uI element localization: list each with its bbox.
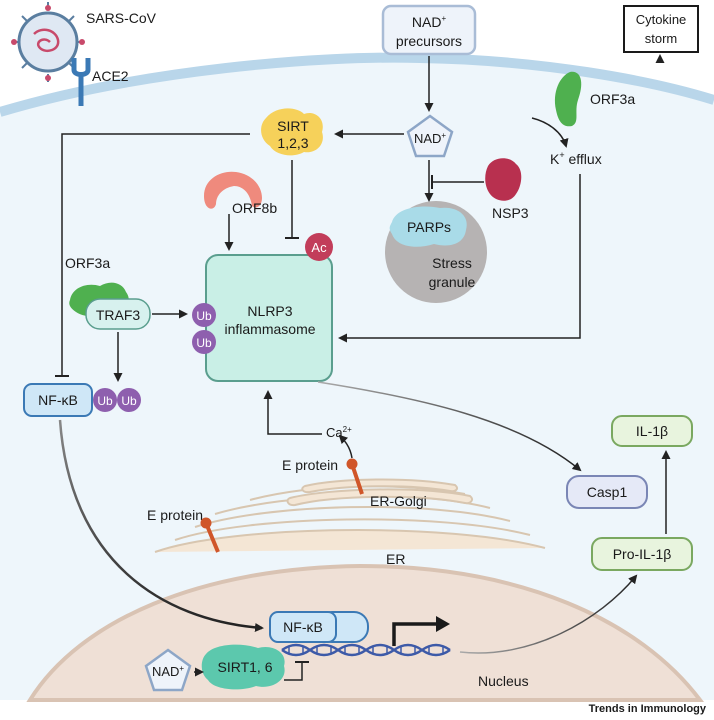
label-sirt: SIRT (277, 118, 309, 134)
label-nad: NAD+ (414, 131, 446, 146)
label-sirt16: SIRT1, 6 (218, 659, 273, 675)
label-orf3a-top: ORF3a (590, 91, 635, 107)
label-nad-precursors: NAD+ (412, 14, 447, 30)
inhibit-sirt16-dna (284, 661, 309, 681)
label-precursors: precursors (396, 33, 462, 49)
arrow-nfkb-to-nucleus (58, 419, 264, 632)
label-inflammasome: inflammasome (224, 321, 315, 337)
e-protein-golgi-head (346, 458, 358, 470)
label-pro-il1b: Pro-IL-1β (613, 546, 672, 562)
label-e-protein-golgi: E protein (282, 457, 338, 473)
journal-name: Trends in Immunology (589, 703, 707, 715)
arrow-dna-to-proil1b (459, 574, 638, 654)
label-nlrp3: NLRP3 (247, 303, 292, 319)
nsp3-protein (485, 158, 522, 201)
label-k-efflux: K+ efflux (550, 150, 602, 167)
nfkb-nucleus-box (269, 611, 337, 643)
label-ub-nfkb-2: Ub (121, 394, 137, 408)
arrow-eprotein-to-calcium (338, 434, 353, 459)
label-il1b: IL-1β (636, 423, 668, 439)
label-orf8b: ORF8b (232, 200, 277, 216)
label-casp1: Casp1 (587, 484, 628, 500)
inhibit-sirt-nfkb (55, 133, 250, 377)
label-orf3a-left: ORF3a (65, 255, 110, 271)
nfkb-cytoplasm-box (23, 383, 93, 417)
label-nfkb: NF-κB (38, 392, 78, 408)
ub-badge-nlrp3-2 (192, 330, 216, 354)
label-stress: Stress (432, 255, 472, 271)
transcription-start-arrowhead (436, 616, 450, 632)
orf8b-protein (204, 171, 262, 209)
plasma-membrane (0, 52, 714, 117)
label-parps: PARPs (407, 219, 451, 235)
arrow-orf3a-to-kefflux (531, 117, 569, 148)
sars-cov-virion (11, 2, 85, 82)
nad-pentagon (406, 114, 454, 158)
arrow-calcium-to-nlrp3 (263, 390, 322, 435)
sirt16-protein (201, 644, 285, 690)
traf3-box (85, 298, 151, 330)
ub-badge-nfkb-1 (93, 388, 117, 412)
label-nad-nucleus: NAD+ (152, 664, 184, 679)
er-golgi (286, 478, 474, 507)
sirt123-protein (261, 108, 323, 156)
pro-il1b-box (591, 537, 693, 571)
il1b-box (611, 415, 693, 447)
nad-precursors-box (381, 4, 477, 56)
label-ace2: ACE2 (92, 68, 129, 84)
e-protein-er-head (200, 517, 212, 529)
label-ac: Ac (311, 240, 327, 255)
label-sars-cov: SARS-CoV (86, 10, 157, 26)
arrow-nlrp3-to-casp1 (317, 381, 582, 472)
label-ub-nfkb-1: Ub (97, 394, 113, 408)
dna-helix (281, 643, 451, 657)
label-nfkb-nucleus: NF-κB (283, 619, 323, 635)
ac-badge (305, 233, 333, 261)
label-cytokine: Cytokine (636, 12, 687, 27)
ub-badge-nfkb-2 (117, 388, 141, 412)
label-storm: storm (645, 31, 678, 46)
label-e-protein-er: E protein (147, 507, 203, 523)
label-er: ER (386, 551, 405, 567)
ub-badge-nlrp3-1 (192, 303, 216, 327)
nad-nucleus-pentagon (144, 648, 192, 692)
label-er-golgi: ER-Golgi (370, 493, 427, 509)
label-sirt-123: 1,2,3 (277, 135, 308, 151)
label-ub-nlrp3-2: Ub (196, 336, 212, 350)
label-granule: granule (429, 274, 476, 290)
cytokine-storm-box (623, 5, 699, 53)
parps-protein (389, 206, 467, 247)
transcription-start-arrow (392, 622, 438, 646)
ace2-receptor (71, 58, 91, 106)
label-ub-nlrp3-1: Ub (196, 309, 212, 323)
orf3a-top-protein (554, 71, 582, 127)
label-nucleus: Nucleus (478, 673, 529, 689)
casp1-box (566, 475, 648, 509)
arrow-kefflux-to-nlrp3 (338, 174, 581, 343)
label-nsp3: NSP3 (492, 205, 529, 221)
label-traf3: TRAF3 (96, 307, 141, 323)
